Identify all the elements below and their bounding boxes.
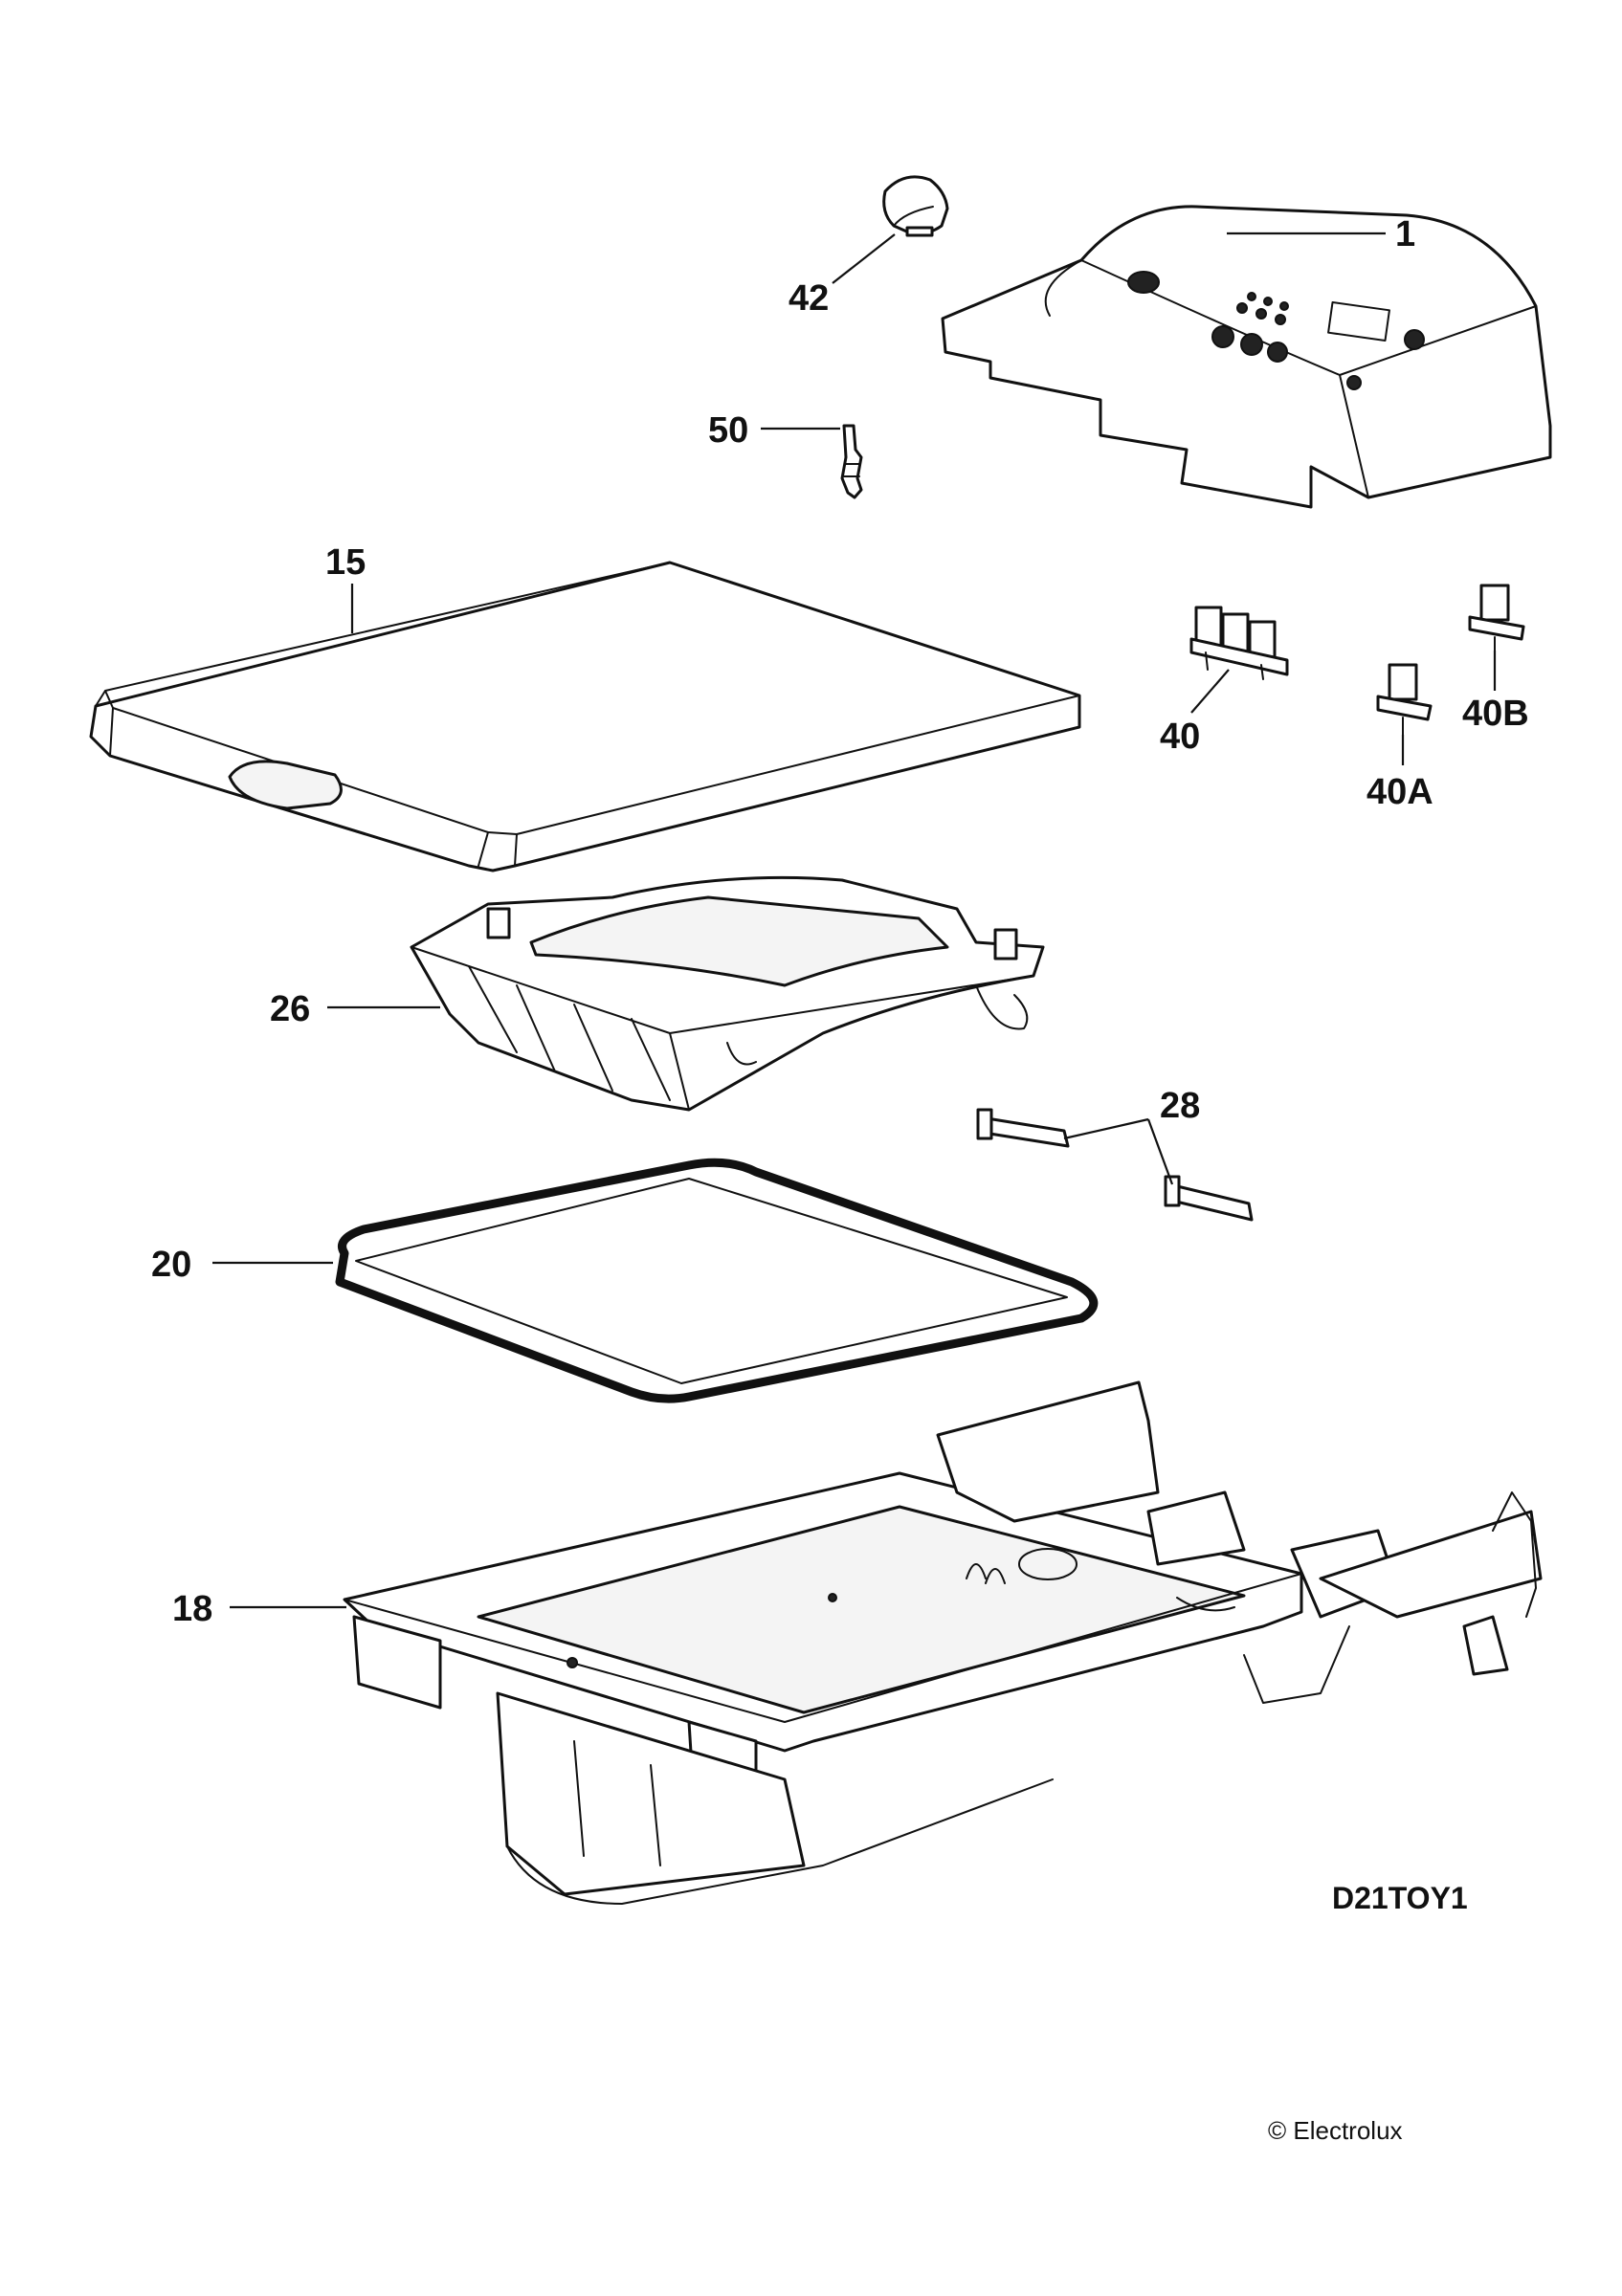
leader-40 [1190, 669, 1230, 714]
part-50-pin[interactable] [840, 424, 863, 499]
part-40A-clip[interactable] [1376, 663, 1433, 736]
copyright-notice: © Electrolux [1268, 2116, 1403, 2145]
leader-28a [1063, 1117, 1149, 1140]
callout-40B: 40B [1462, 694, 1529, 734]
callout-18: 18 [172, 1589, 212, 1629]
callout-40A: 40A [1366, 772, 1433, 812]
part-1-control-panel[interactable] [941, 205, 1552, 509]
part-28-pin[interactable] [976, 1108, 1254, 1222]
callout-20: 20 [151, 1245, 191, 1285]
part-40-clip[interactable] [1189, 606, 1289, 680]
part-18-top-frame[interactable] [343, 1380, 1543, 1905]
callout-1: 1 [1395, 214, 1415, 254]
leader-42 [832, 233, 896, 284]
part-26-dispenser-frame[interactable] [410, 875, 1045, 1112]
drawing-code: D21TOY1 [1332, 1881, 1468, 1915]
part-42-knob[interactable] [882, 175, 949, 237]
part-20-gasket[interactable] [335, 1158, 1099, 1403]
part-40B-clip[interactable] [1468, 584, 1525, 651]
callout-42: 42 [789, 278, 829, 319]
leader-28b [1146, 1118, 1174, 1185]
callout-40: 40 [1160, 717, 1200, 757]
part-15-lid[interactable] [89, 561, 1081, 872]
callout-28: 28 [1160, 1086, 1200, 1126]
callout-15: 15 [325, 542, 366, 583]
callout-26: 26 [270, 989, 310, 1029]
callout-50: 50 [708, 410, 748, 451]
